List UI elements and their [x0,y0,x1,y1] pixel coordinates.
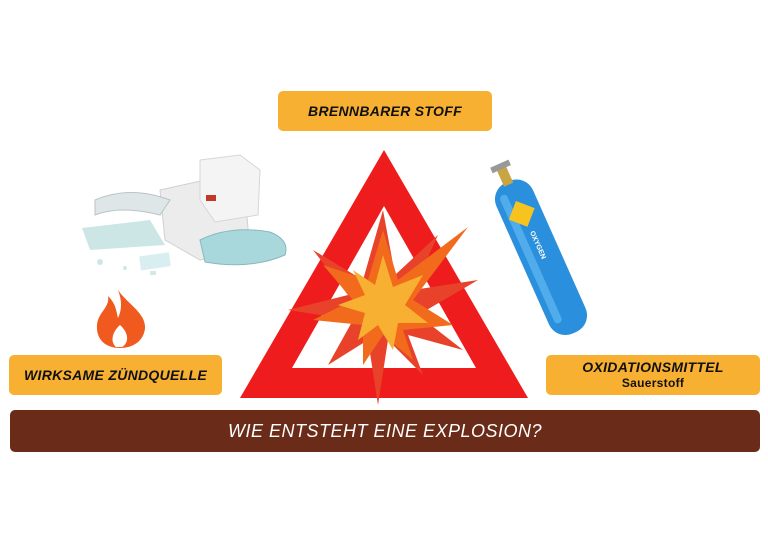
banner-title: WIE ENTSTEHT EINE EXPLOSION? [10,410,760,452]
flame-icon [96,290,146,348]
label-brennbarer-stoff: BRENNBARER STOFF [278,91,492,131]
label-zuendquelle: WIRKSAME ZÜNDQUELLE [9,355,222,395]
warning-triangle-icon [240,150,528,398]
oxygen-cylinder-icon: OXYGEN [490,159,588,336]
label-text: BRENNBARER STOFF [308,103,462,119]
banner-text: WIE ENTSTEHT EINE EXPLOSION? [227,420,543,441]
explosion-icon [288,210,478,405]
label-text: WIRKSAME ZÜNDQUELLE [23,367,208,383]
label-subtext: Sauerstoff [621,375,685,390]
label-text: OXIDATIONSMITTEL [582,358,724,375]
label-oxidationsmittel: OXIDATIONSMITTEL Sauerstoff [546,355,760,395]
waste-plastic-glass-icon [82,154,287,275]
